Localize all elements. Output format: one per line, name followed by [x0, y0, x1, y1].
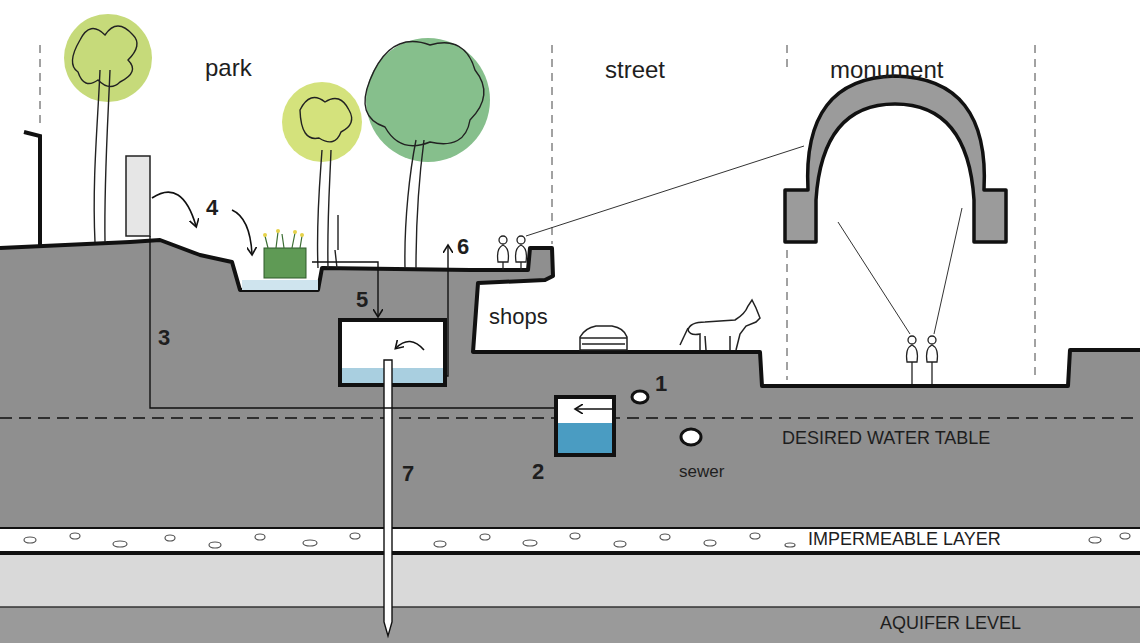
callout-number: 6 — [457, 235, 469, 259]
callout-number: 5 — [356, 288, 368, 312]
pipe-label: sewer — [679, 463, 724, 482]
callout-number: 2 — [532, 460, 544, 484]
layer-label: DESIRED WATER TABLE — [782, 429, 990, 449]
callout-number: 7 — [402, 462, 414, 486]
callout-number: 3 — [158, 326, 170, 350]
zone-label: shops — [489, 305, 548, 329]
callout-number: 1 — [655, 372, 667, 396]
zone-label: park — [205, 55, 252, 81]
zone-label: monument — [830, 57, 943, 83]
callout-number: 4 — [206, 196, 218, 220]
layer-label: AQUIFER LEVEL — [880, 614, 1021, 634]
zone-label: street — [605, 57, 665, 83]
layer-label: IMPERMEABLE LAYER — [808, 530, 1001, 550]
